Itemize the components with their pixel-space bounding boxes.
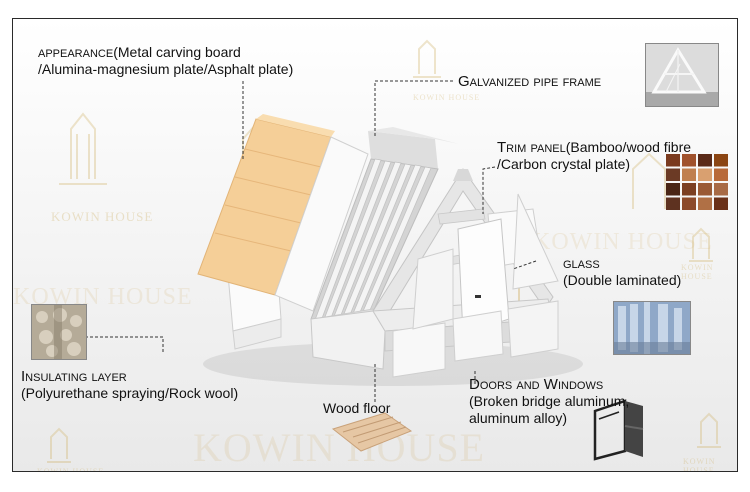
swatch-tile xyxy=(682,183,696,196)
watermark-text: KOWIN HOUSE xyxy=(681,263,714,281)
swatch-tile xyxy=(666,154,680,167)
label-doors-line3: aluminum alloy) xyxy=(469,410,568,426)
label-frame-head: Galvanized pipe frame xyxy=(458,73,602,90)
swatch-tile xyxy=(714,183,728,196)
diagram-frame: KOWIN HOUSE KOWIN HOUSE KOWIN HOUSE KOWI… xyxy=(12,18,738,472)
label-appearance-line1: (Metal carving board xyxy=(113,44,241,60)
label-insulating: Insulating layer (Polyurethane spraying/… xyxy=(21,368,238,402)
label-trim-line2: /Carbon crystal plate) xyxy=(497,156,631,172)
swatch-tile xyxy=(698,197,712,210)
label-doors-line2: (Broken bridge aluminum, xyxy=(469,393,630,409)
label-trim: Trim panel(Bamboo/wood fibre /Carbon cry… xyxy=(497,139,691,173)
trim-swatches xyxy=(665,153,729,211)
label-glass-line2: (Double laminated) xyxy=(563,272,682,288)
label-doors: Doors and Windows (Broken bridge aluminu… xyxy=(469,376,629,427)
watermark-text: KOWIN HOUSE xyxy=(413,93,481,102)
label-trim-line1: (Bamboo/wood fibre xyxy=(565,139,692,155)
watermark-text: KOWIN HOUSE xyxy=(533,229,713,255)
wood-floor-sample xyxy=(331,412,413,452)
window-frame-icon xyxy=(593,399,644,461)
leader-lines xyxy=(85,80,537,404)
label-appearance-head: appearance xyxy=(38,44,114,61)
house-illustration xyxy=(47,39,721,463)
swatch-tile xyxy=(682,154,696,167)
swatch-tile xyxy=(682,168,696,181)
label-glass: glass (Double laminated) xyxy=(563,255,681,289)
label-insulating-head: Insulating layer xyxy=(21,368,127,385)
glass-photo xyxy=(613,301,691,355)
swatch-tile xyxy=(714,154,728,167)
label-appearance: appearance(Metal carving board /Alumina-… xyxy=(38,44,293,78)
swatch-tile xyxy=(666,183,680,196)
swatch-tile xyxy=(666,168,680,181)
swatch-tile xyxy=(714,168,728,181)
label-glass-head: glass xyxy=(563,255,600,272)
swatch-tile xyxy=(666,197,680,210)
label-floor: Wood floor xyxy=(323,400,390,417)
swatch-tile xyxy=(698,183,712,196)
swatch-tile xyxy=(714,197,728,210)
watermark-text: KOWIN HOUSE xyxy=(683,457,716,472)
swatch-tile xyxy=(682,197,696,210)
frame-photo xyxy=(645,43,719,107)
watermark-text: KOWIN HOUSE xyxy=(51,209,154,224)
label-doors-head: Doors and Windows xyxy=(469,376,604,393)
swatch-tile xyxy=(698,154,712,167)
label-frame: Galvanized pipe frame xyxy=(458,73,601,90)
swatch-tile xyxy=(698,168,712,181)
label-floor-head: Wood floor xyxy=(323,400,391,416)
watermark-text: KOWIN HOUSE xyxy=(37,467,105,472)
label-trim-head: Trim panel xyxy=(497,139,566,156)
label-appearance-line2: /Alumina-magnesium plate/Asphalt plate) xyxy=(38,61,294,77)
label-insulating-line2: (Polyurethane spraying/Rock wool) xyxy=(21,385,239,401)
insulating-photo xyxy=(31,304,87,360)
